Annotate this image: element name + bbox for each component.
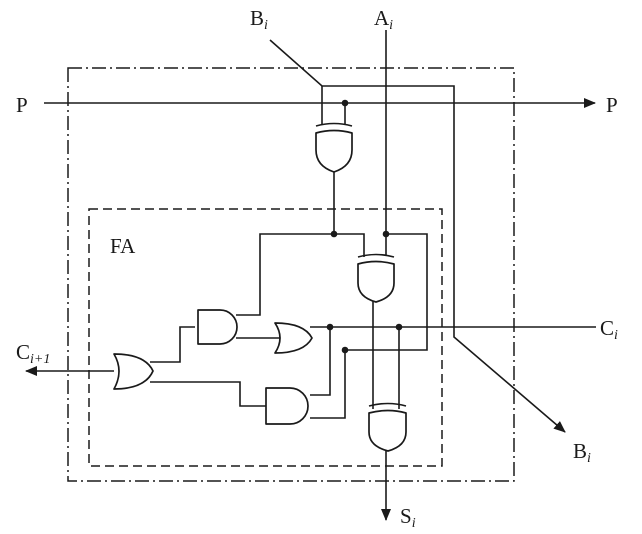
junction-dot	[330, 230, 338, 238]
and-gate-1	[197, 309, 238, 345]
junction-dot	[326, 323, 334, 331]
or-gate-1	[274, 322, 313, 354]
outer-cell-boundary	[67, 67, 515, 482]
and2-to-or2	[150, 381, 270, 407]
and-gate-2	[265, 387, 309, 425]
label-c-output: Ci+1	[16, 340, 50, 367]
label-p-input: P	[16, 93, 28, 117]
label-b-output: Bi	[573, 439, 591, 466]
label-a-input: Ai	[374, 6, 393, 33]
node-b-to-and1	[236, 233, 334, 316]
ci-to-and2	[310, 327, 331, 396]
xor-gate-3	[368, 402, 407, 452]
full-adder-boundary	[88, 208, 443, 467]
xor-gate-1	[315, 122, 353, 173]
label-p-output: P	[606, 93, 618, 117]
junction-dot	[341, 346, 349, 354]
wires	[25, 30, 596, 521]
and1-to-or2	[150, 326, 195, 363]
junction-dot	[341, 99, 349, 107]
node-b-to-xor2	[334, 233, 365, 257]
junction-dots	[326, 99, 403, 354]
xor-gate-2	[357, 253, 395, 303]
junction-dot	[395, 323, 403, 331]
label-s-output: Si	[400, 504, 416, 531]
junction-dot	[382, 230, 390, 238]
label-fa: FA	[110, 234, 136, 258]
label-c-input: Ci	[600, 316, 618, 343]
or-gate-2	[113, 353, 154, 390]
p-to-and2	[310, 350, 346, 419]
label-b-input: Bi	[250, 6, 268, 33]
node-a-to-or1	[345, 233, 428, 351]
b-line	[269, 39, 566, 433]
